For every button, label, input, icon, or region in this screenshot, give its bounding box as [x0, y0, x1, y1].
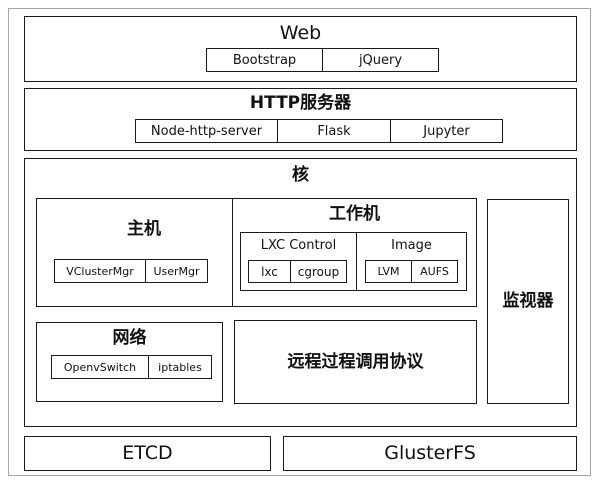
network-module: 网络 OpenvSwitch iptables [36, 322, 223, 402]
lxc-component-cgroup: cgroup [290, 261, 346, 282]
glusterfs-storage: GlusterFS [283, 436, 577, 471]
host-component-usermgr: UserMgr [145, 260, 207, 282]
rpc-title: 远程过程调用协议 [287, 351, 424, 372]
network-component-iptables: iptables [148, 356, 211, 378]
lxc-control-title: LXC Control [260, 238, 337, 253]
monitor-title: 监视器 [502, 291, 554, 311]
etcd-label: ETCD [122, 442, 173, 464]
etcd-storage: ETCD [24, 436, 271, 471]
network-components: OpenvSwitch iptables [51, 355, 212, 379]
diagram-frame [8, 8, 591, 476]
worker-components: LXC Control lxc cgroup Image LVM AUFS [240, 232, 467, 291]
image-components: LVM AUFS [365, 260, 458, 283]
http-server-layer: HTTP服务器 Node-http-server Flask Jupyter [24, 88, 577, 151]
core-layer: 核 主机 VClusterMgr UserMgr 工作机 LXC Control… [24, 158, 577, 427]
lxc-control-components: lxc cgroup [248, 260, 347, 283]
http-server-components: Node-http-server Flask Jupyter [135, 119, 503, 143]
http-component-flask: Flask [277, 120, 390, 142]
web-component-jquery: jQuery [322, 49, 438, 71]
glusterfs-label: GlusterFS [384, 442, 476, 464]
image-component-lvm: LVM [377, 265, 400, 278]
worker-title: 工作机 [329, 204, 380, 224]
image-component-aufs: AUFS [411, 261, 457, 282]
host-title: 主机 [127, 219, 161, 239]
web-layer: Web Bootstrap jQuery [24, 16, 577, 82]
worker-module: 工作机 LXC Control lxc cgroup Image LVM AUF… [232, 198, 477, 307]
core-title: 核 [292, 165, 309, 185]
image-title: Image [391, 238, 432, 253]
http-component-jupyter: Jupyter [390, 120, 502, 142]
lxc-control-group: LXC Control lxc cgroup [241, 233, 357, 290]
host-component-vclustermgr: VClusterMgr [66, 264, 134, 278]
monitor-module: 监视器 [487, 199, 569, 404]
network-component-openvswitch: OpenvSwitch [63, 360, 137, 374]
rpc-module: 远程过程调用协议 [234, 320, 477, 404]
lxc-component-lxc: lxc [261, 264, 278, 279]
http-server-title: HTTP服务器 [249, 93, 352, 113]
host-module: 主机 VClusterMgr UserMgr [36, 198, 252, 307]
http-component-node: Node-http-server [150, 123, 263, 139]
host-components: VClusterMgr UserMgr [54, 259, 208, 283]
network-title: 网络 [112, 328, 147, 348]
web-components: Bootstrap jQuery [206, 48, 439, 72]
web-title: Web [279, 22, 322, 44]
web-component-bootstrap: Bootstrap [232, 52, 297, 68]
